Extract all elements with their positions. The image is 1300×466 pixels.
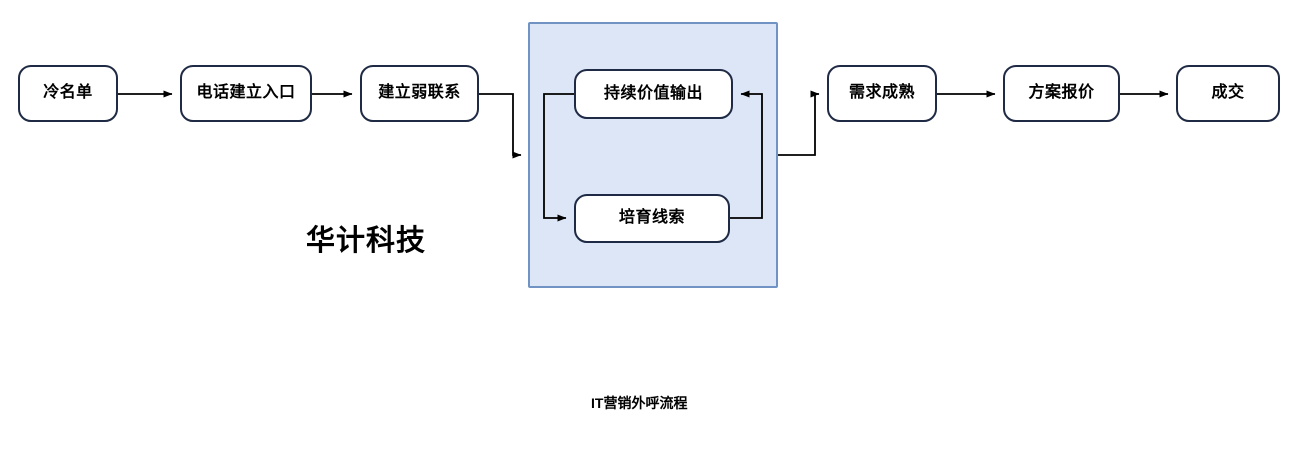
- node-label: 成交: [1211, 84, 1245, 102]
- node-label: 电话建立入口: [196, 84, 296, 102]
- diagram-caption: IT营销外呼流程: [591, 395, 688, 411]
- connector-value-output-to-nurture-lead: [543, 93, 574, 222]
- node-cold-list[interactable]: 冷名单: [18, 65, 118, 122]
- node-nurture-lead[interactable]: 培育线索: [574, 194, 730, 243]
- brand-label: 华计科技: [306, 225, 427, 257]
- node-demand-mature[interactable]: 需求成熟: [827, 65, 937, 122]
- node-value-output[interactable]: 持续价值输出: [574, 69, 733, 119]
- node-label: 培育线索: [618, 209, 685, 227]
- node-deal-closed[interactable]: 成交: [1176, 65, 1280, 122]
- connector-loop-group-to-demand-mature: [778, 90, 820, 156]
- node-weak-tie[interactable]: 建立弱联系: [360, 65, 479, 122]
- connector-weak-tie-to-loop-group: [479, 93, 522, 159]
- node-label: 建立弱联系: [378, 84, 461, 102]
- node-label: 冷名单: [43, 84, 93, 102]
- nurturing-loop-group: [528, 22, 778, 288]
- node-proposal-quote[interactable]: 方案报价: [1003, 65, 1120, 122]
- node-phone-entry[interactable]: 电话建立入口: [180, 65, 312, 122]
- node-label: 方案报价: [1028, 84, 1095, 102]
- node-label: 需求成熟: [848, 84, 915, 102]
- connector-nurture-lead-to-value-output: [730, 90, 763, 219]
- node-label: 持续价值输出: [603, 84, 703, 102]
